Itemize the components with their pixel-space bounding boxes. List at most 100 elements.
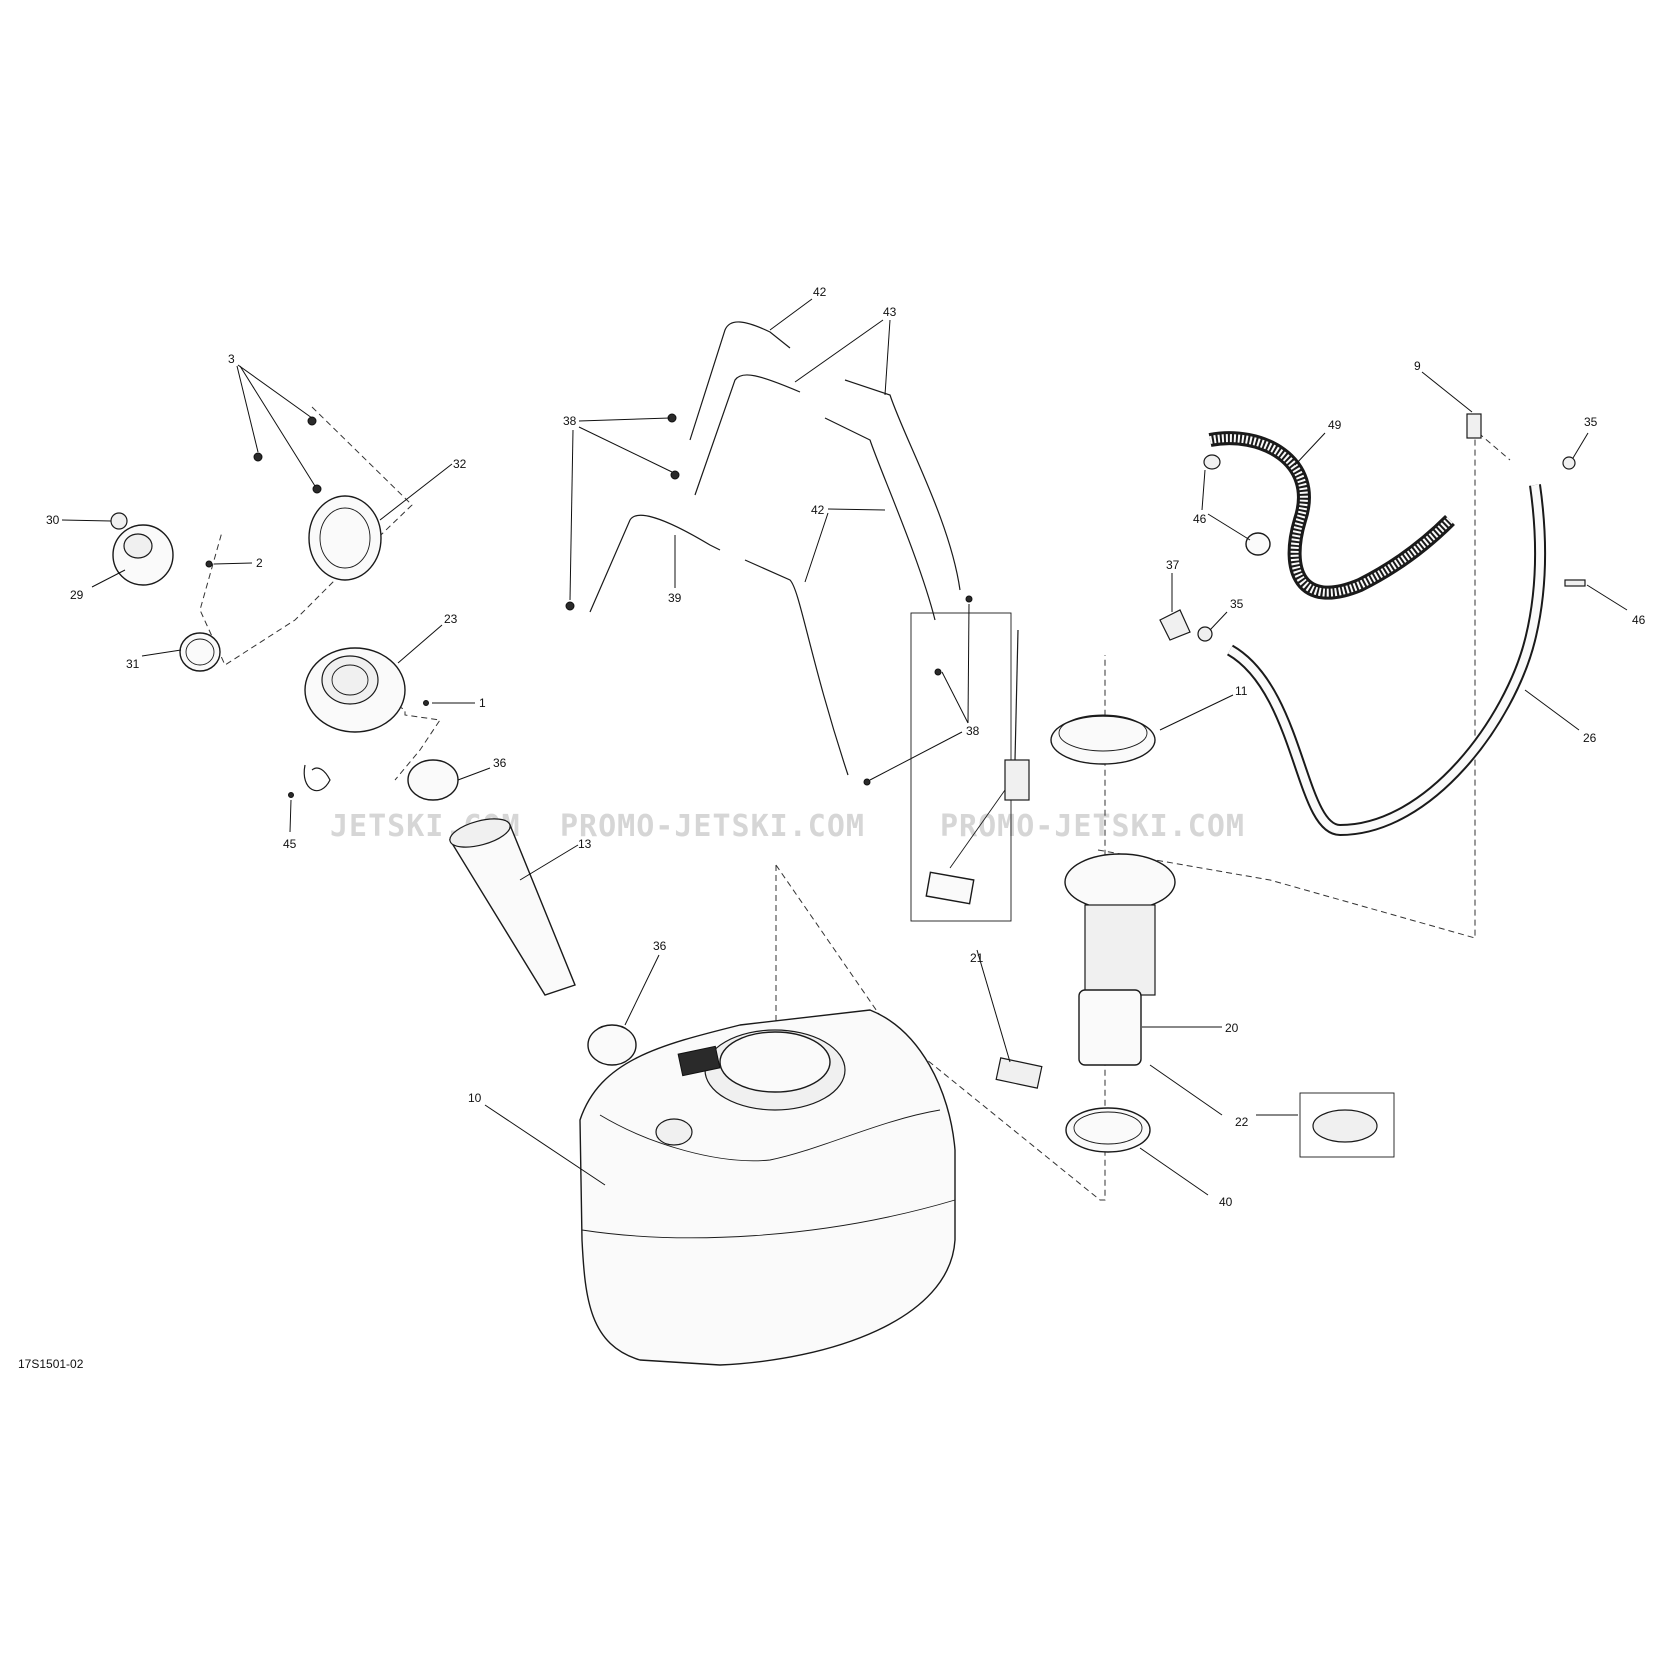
callout-22: 22 [1235, 1115, 1249, 1129]
leader-45 [289, 799, 292, 833]
leader-35b [1209, 611, 1228, 631]
screw-part-2 [205, 560, 213, 568]
screw-part-3-c [312, 484, 322, 494]
callout-43: 43 [883, 305, 897, 319]
fuel-pump-part-20 [1078, 989, 1142, 1066]
diagram-reference-code: 17S1501-02 [18, 1357, 84, 1371]
callout-37: 37 [1166, 558, 1180, 572]
leader-46a-a [1201, 469, 1206, 511]
callout-23: 23 [444, 612, 458, 626]
sender-float [925, 871, 975, 905]
clamp-part-35-upper [1562, 456, 1576, 470]
fastener-part-38-d [934, 668, 942, 676]
lock-ring-part-11 [1050, 715, 1156, 765]
bezel-ring-part-32 [253, 416, 382, 581]
fastener-part-38-e [965, 595, 973, 603]
vent-hose-corrugation [1209, 434, 1453, 597]
leader-32 [379, 463, 453, 521]
callout-3: 3 [228, 352, 235, 366]
watermark-text-2: PROMO-JETSKI.COM [560, 809, 865, 844]
callout-42-upper: 42 [813, 285, 827, 299]
fastener-part-38-f [863, 778, 871, 786]
callout-labels: 42 43 3 38 32 30 2 29 31 23 1 36 45 13 3… [46, 285, 1646, 1209]
clamp-part-46-lower [1245, 532, 1271, 556]
tank-vent-port [655, 1118, 693, 1146]
fitting-part-9 [1466, 413, 1482, 439]
callout-40: 40 [1219, 1195, 1233, 1209]
fuel-level-sender-part-21 [910, 612, 1030, 922]
leader-23 [397, 624, 443, 664]
leader-46b [1586, 584, 1628, 611]
fuel-tank-part-10 [579, 1009, 956, 1366]
tank-contour [599, 1109, 941, 1162]
sender-arm [949, 789, 1006, 869]
flange-neck [321, 655, 379, 705]
callout-38-left: 38 [563, 414, 577, 428]
strap-part-42-middle [824, 417, 936, 621]
leader-43-a [794, 319, 884, 383]
tank-body [579, 1009, 956, 1366]
leader-46a-b [1207, 513, 1251, 541]
tank-label-plate [677, 1045, 721, 1077]
leader-40 [1139, 1147, 1209, 1196]
leader-35a [1572, 432, 1589, 459]
leader-42b-b [804, 512, 829, 583]
leader-38b-c [869, 731, 963, 781]
leader-9 [1421, 371, 1473, 413]
screw-part-1 [423, 700, 429, 706]
leader-3-b [236, 365, 259, 453]
pump-flange [1064, 853, 1176, 911]
callout-42-lower: 42 [811, 503, 825, 517]
callout-29: 29 [70, 588, 84, 602]
callout-35-upper: 35 [1584, 415, 1598, 429]
callout-21: 21 [970, 951, 984, 965]
leader-42b-a [827, 508, 886, 511]
callout-45: 45 [283, 837, 297, 851]
filler-flange-part-23 [304, 647, 429, 733]
leader-49 [1294, 432, 1326, 466]
pump-seal-inner [1073, 1111, 1143, 1145]
leader-10 [484, 1104, 606, 1186]
fitting-part-46-right [1564, 579, 1586, 587]
leader-3-c [239, 365, 316, 487]
guide-line-tank-pump [775, 655, 1106, 1201]
lock-ring-inner [1058, 714, 1148, 752]
clamp-part-35-lower [1197, 626, 1213, 642]
flange-opening [331, 664, 369, 696]
leader-38b-b [967, 603, 970, 724]
tank-filler-opening [719, 1031, 831, 1093]
clamp-part-36-upper [407, 759, 459, 801]
sender-detail-frame [910, 612, 1012, 922]
callout-31: 31 [126, 657, 140, 671]
leader-3-a [237, 364, 313, 419]
cap-seal-inner [185, 638, 215, 666]
callout-11: 11 [1235, 684, 1248, 698]
callout-35-lower: 35 [1230, 597, 1244, 611]
leader-29 [91, 569, 126, 588]
strainer-detail-frame-part-22 [1299, 1092, 1395, 1158]
pump-bracket [1084, 904, 1156, 996]
sender-body [1004, 759, 1030, 801]
leader-30 [61, 519, 112, 522]
guide-line-hose [1097, 428, 1511, 939]
callout-32: 32 [453, 457, 467, 471]
strap-part-42-lower [744, 559, 849, 776]
leader-26 [1524, 689, 1580, 731]
callout-26: 26 [1583, 731, 1597, 745]
callout-2: 2 [256, 556, 263, 570]
callout-36-lower: 36 [653, 939, 667, 953]
leader-13 [519, 844, 579, 881]
clamp-part-46-upper [1203, 454, 1221, 470]
strainer-part-22 [1312, 1109, 1378, 1143]
watermark: JETSKI.COM PROMO-JETSKI.COM PROMO-JETSKI… [330, 809, 1244, 844]
fastener-part-38-b [670, 470, 680, 480]
callout-38-right: 38 [966, 724, 980, 738]
fuel-lines [1159, 413, 1586, 837]
filler-cap-top [123, 533, 153, 559]
clamp-part-36-lower [587, 1024, 637, 1066]
guide-line-cap [199, 406, 413, 666]
leader-42a [769, 298, 813, 331]
callout-39: 39 [668, 591, 682, 605]
